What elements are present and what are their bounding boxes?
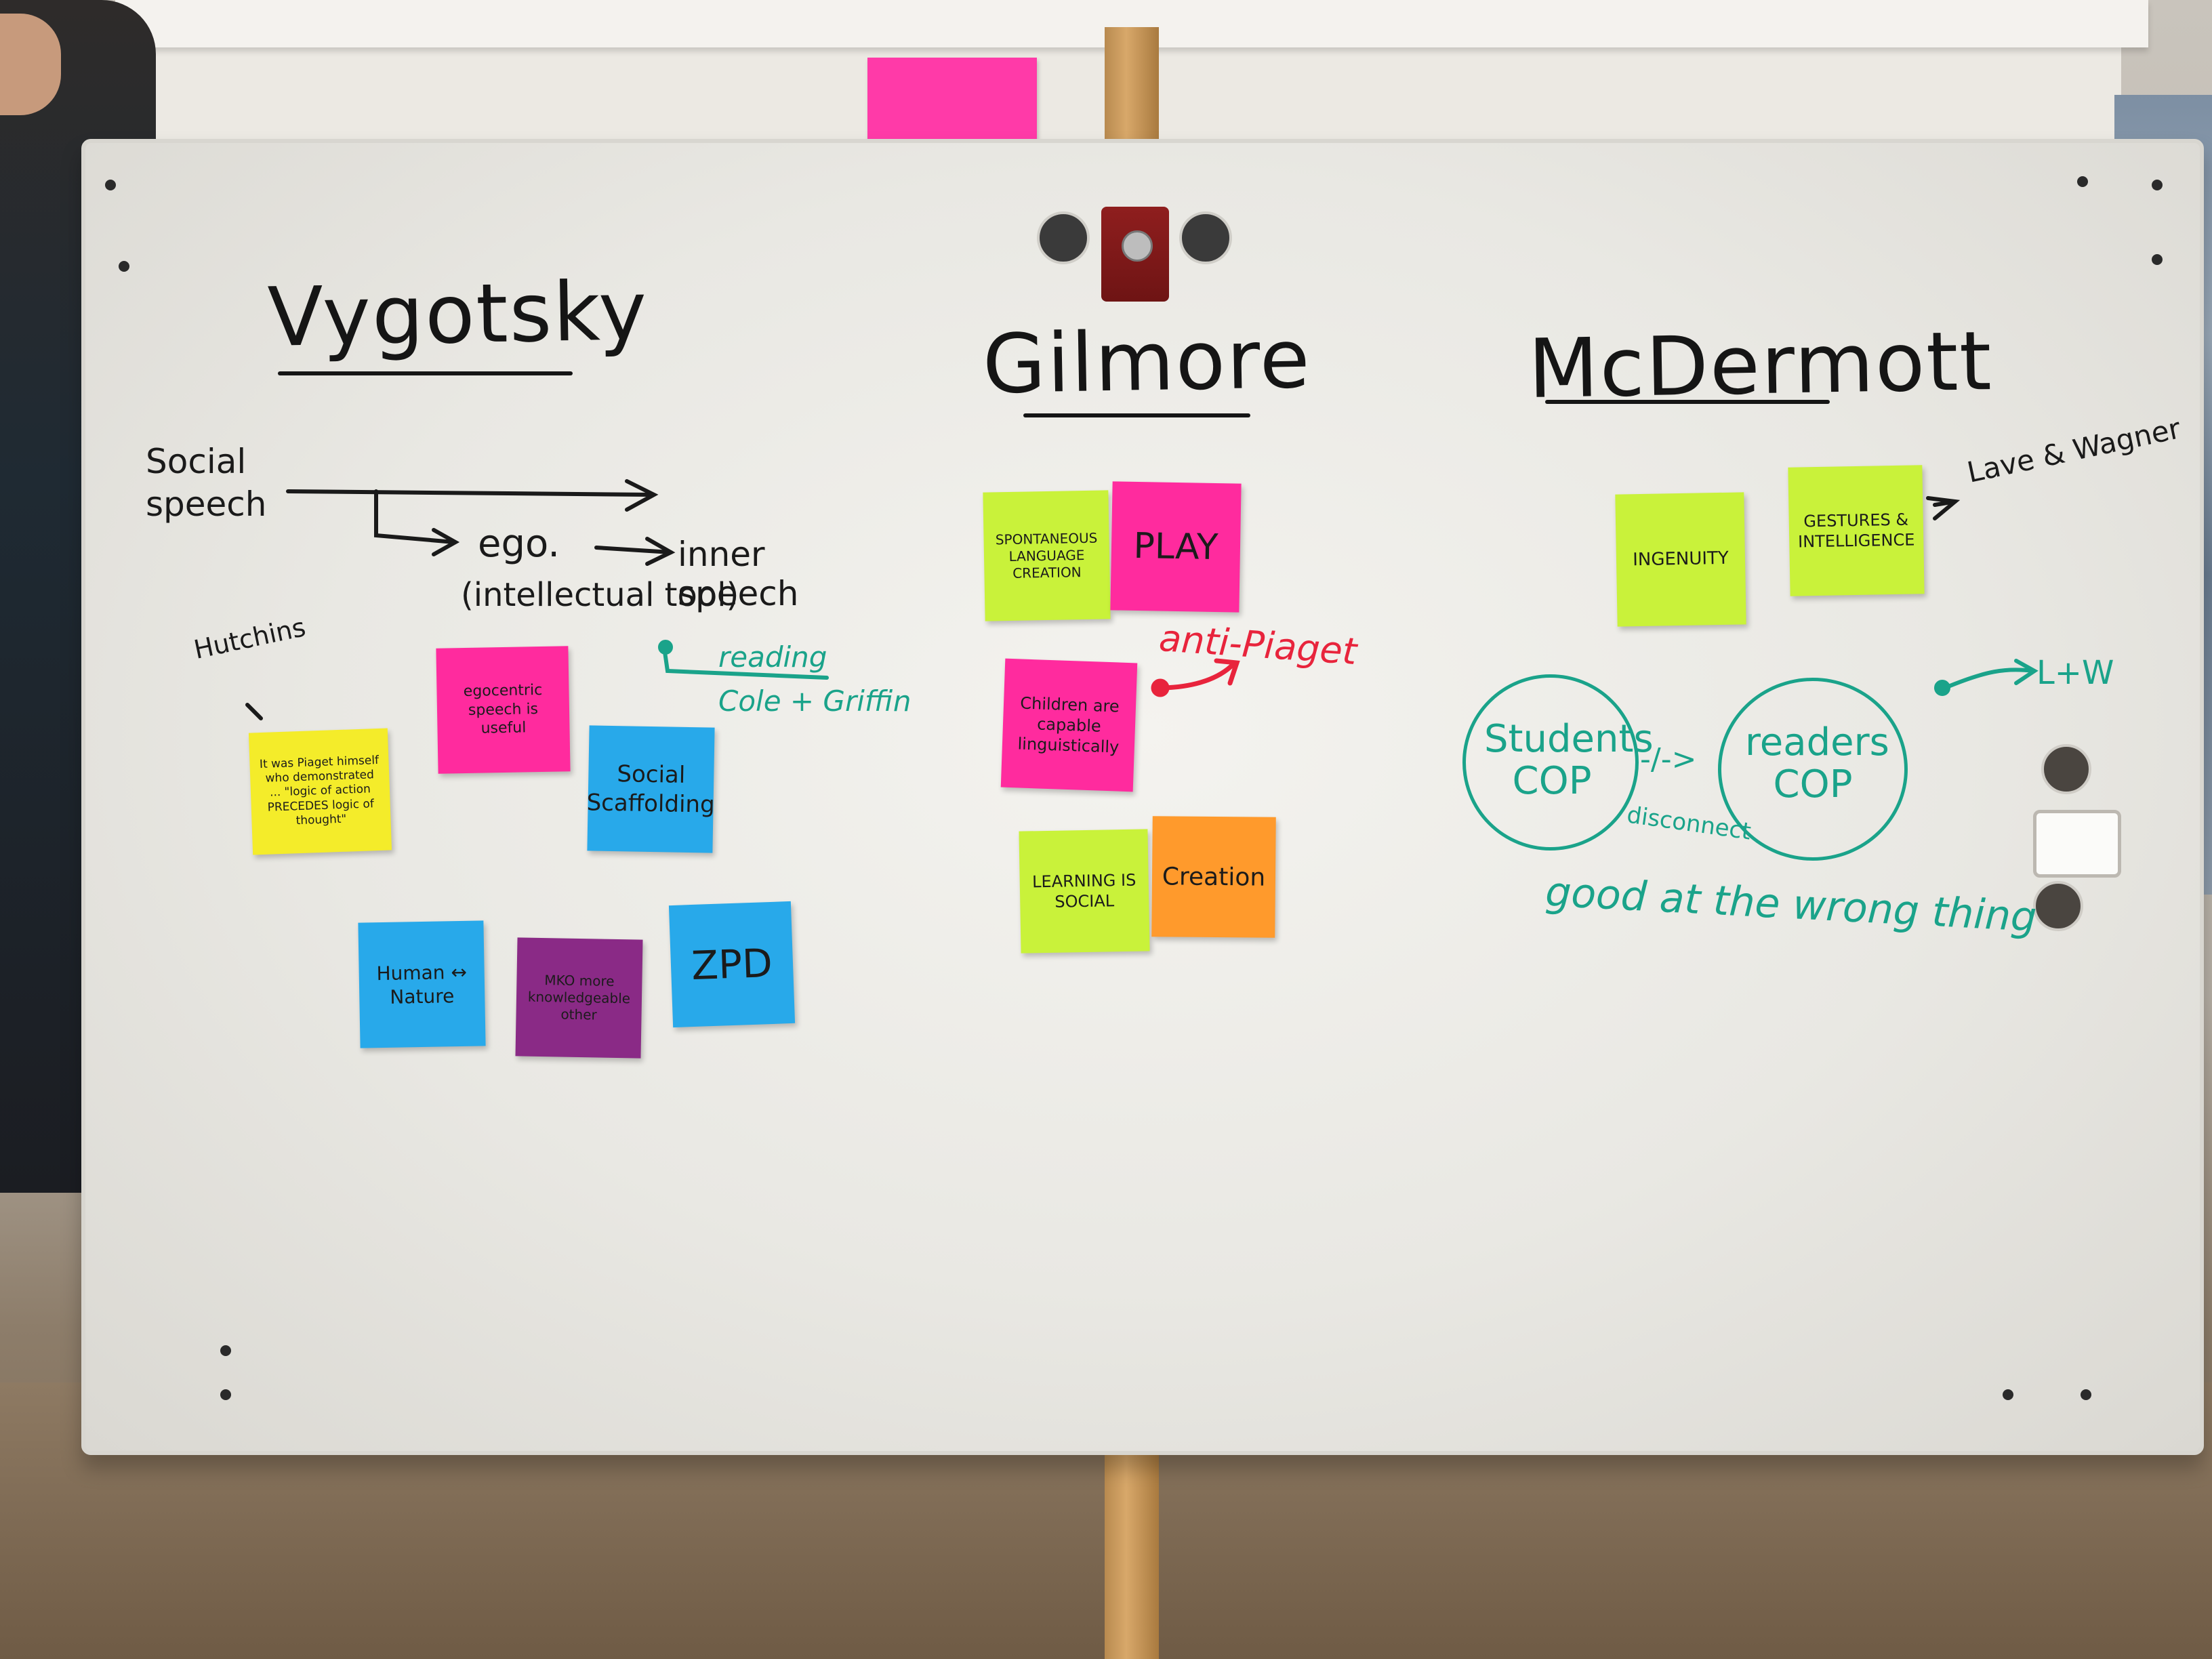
screw (105, 180, 116, 190)
sticky-note-mko: MKO more knowledgeable other (515, 937, 643, 1059)
text-readers-cop: readers COP (1745, 720, 1889, 806)
screw (2077, 176, 2088, 187)
mount-hole-left (1037, 211, 1090, 264)
sticky-note-social-scaffolding: Social Scaffolding (586, 725, 715, 853)
heading-vygotsky: Vygotsky (266, 264, 649, 365)
sticky-note-play: PLAY (1110, 481, 1242, 613)
sticky-note-egocentric: egocentric speech is useful (436, 646, 571, 774)
sticky-note-gestures: GESTURES & INTELLIGENCE (1788, 465, 1925, 596)
screw (2081, 1389, 2091, 1400)
person-face (0, 14, 61, 115)
screw (220, 1345, 231, 1356)
text-intellectual-tool: (intellectual tool) (461, 576, 739, 614)
side-hole (2033, 881, 2083, 931)
screw (119, 261, 129, 272)
hutchins-caret (245, 703, 263, 720)
sticky-note-piaget-quote: It was Piaget himself who demonstrated .… (248, 728, 392, 855)
screw (220, 1389, 231, 1400)
anti-piaget-arrow (1156, 661, 1236, 691)
sticky-note-children: Children are capable linguistically (1000, 658, 1138, 792)
arrow-gestures-to-lave (1926, 496, 1961, 520)
text-cole-griffin: Cole + Griffin (718, 684, 912, 718)
text-social-speech: Social speech (146, 442, 267, 524)
text-inner-speech: inner speech (678, 535, 799, 613)
text-ego: ego. (478, 522, 560, 566)
screw (2152, 180, 2163, 190)
text-arrow-mark: -/-> (1640, 742, 1697, 777)
sticky-note-ingenuity: INGENUITY (1615, 492, 1746, 627)
lw-connector (1943, 668, 2035, 690)
sticky-note-learning: LEARNING IS SOCIAL (1019, 829, 1150, 954)
circle-readers-cop (1718, 678, 1908, 861)
arrow-to-ego (374, 489, 456, 544)
screw (2003, 1389, 2013, 1400)
screw (2152, 254, 2163, 265)
mount-knob (1122, 230, 1153, 262)
side-slot (2033, 810, 2121, 878)
text-reading: reading (718, 640, 827, 674)
heading-underline (278, 371, 573, 375)
heading-gilmore: Gilmore (981, 312, 1312, 413)
sticky-note-human-nature: Human ↔ Nature (358, 920, 486, 1048)
side-hole (2041, 744, 2091, 794)
sticky-note-zpd: ZPD (668, 901, 796, 1028)
reading-connector (662, 645, 829, 680)
sticky-note-spontaneous: SPONTANEOUS LANGUAGE CREATION (983, 490, 1111, 621)
heading-underline (1023, 413, 1250, 417)
text-lw: L+W (2036, 654, 2114, 692)
circle-students-cop (1462, 674, 1639, 851)
heading-underline (1545, 400, 1830, 404)
mount-hole-right (1179, 211, 1232, 264)
arrow-social-to-right (286, 489, 653, 497)
sticky-note-creation: Creation (1151, 816, 1276, 938)
arrow-ego-to-inner (594, 546, 673, 554)
text-students-cop: Students COP (1484, 717, 1654, 803)
